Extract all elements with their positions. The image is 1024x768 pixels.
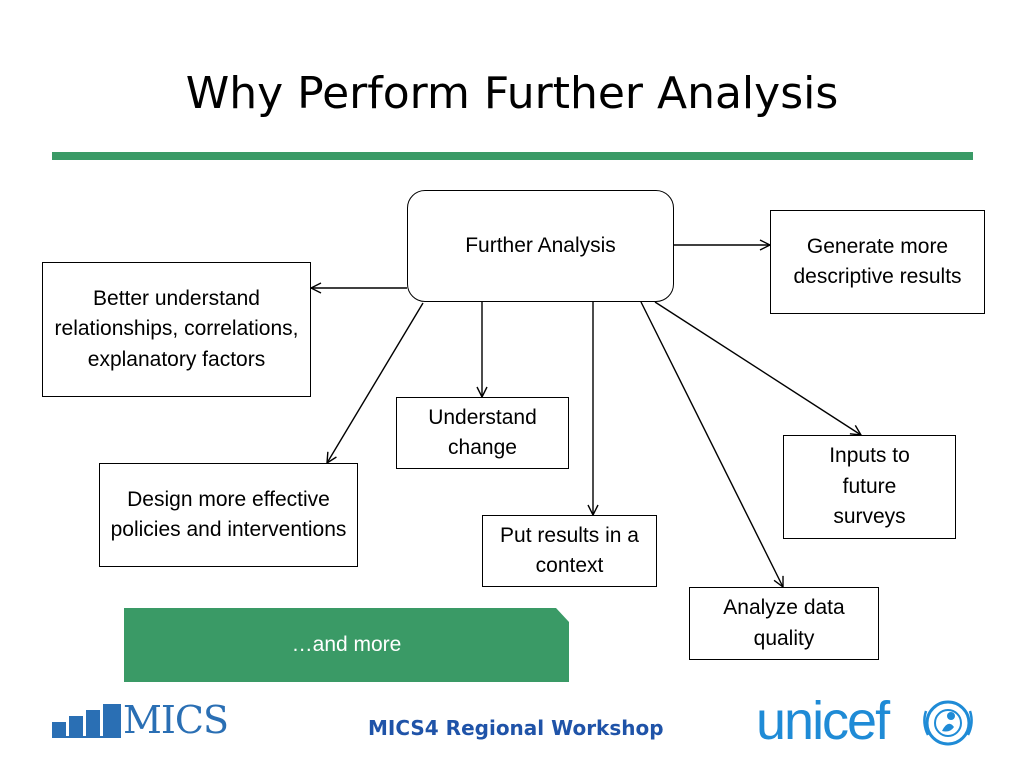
unicef-emblem-icon — [923, 700, 973, 746]
node-generate-more: Generate more descriptive results — [770, 210, 985, 314]
node-label: Put results in a context — [500, 523, 639, 577]
node-better-understand: Better understand relationships, correla… — [42, 262, 311, 397]
arrow-to-analyze-quality — [640, 301, 783, 587]
slide-title: Why Perform Further Analysis — [185, 68, 839, 119]
title-divider — [52, 152, 973, 160]
center-node-label: Further Analysis — [465, 233, 616, 257]
banner-label: …and more — [291, 633, 402, 656]
node-label: Design more effective policies and inter… — [110, 487, 347, 541]
node-label: Generate more descriptive results — [793, 234, 962, 288]
unicef-logo-text: unicef — [756, 691, 890, 751]
node-design-policies: Design more effective policies and inter… — [99, 463, 358, 567]
node-inputs-surveys: Inputs to future surveys — [783, 435, 956, 539]
footer-workshop: MICS4 Regional Workshop — [368, 716, 664, 740]
node-understand-change: Understand change — [396, 397, 569, 469]
node-analyze-quality: Analyze data quality — [689, 587, 879, 660]
node-label: Inputs to future surveys — [829, 444, 910, 529]
center-node-further-analysis: Further Analysis — [407, 190, 674, 302]
arrow-to-design-policies — [327, 302, 424, 463]
mics-bars-icon — [52, 704, 121, 738]
mics-logo-text: MICS — [123, 698, 229, 742]
node-label: Analyze data quality — [723, 596, 845, 650]
arrow-to-inputs-surveys — [654, 301, 861, 435]
node-label: Understand change — [428, 405, 537, 459]
and-more-banner: …and more — [124, 608, 569, 682]
node-put-results: Put results in a context — [482, 515, 657, 587]
node-label: Better understand relationships, correla… — [54, 286, 299, 371]
